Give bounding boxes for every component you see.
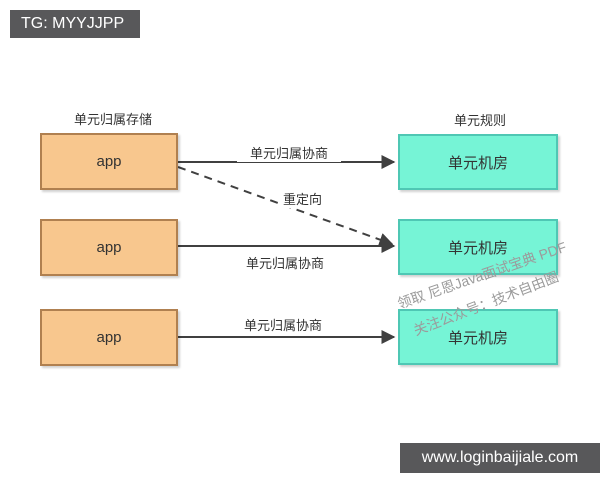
unit-room-box-2: 单元机房: [398, 219, 558, 275]
app-box-3: app: [40, 309, 178, 366]
left-column-header: 单元归属存储: [73, 112, 152, 127]
unit-room-box-3-label: 单元机房: [447, 329, 508, 347]
unit-room-box-1: 单元机房: [398, 134, 558, 190]
unit-room-box-3: 单元机房: [398, 309, 558, 365]
arrow-label-row2: 单元归属协商: [233, 253, 337, 272]
app-box-1-label: app: [96, 153, 122, 170]
app-box-1: app: [40, 133, 178, 190]
app-box-2: app: [40, 219, 178, 276]
unit-room-box-1-label: 单元机房: [447, 154, 508, 172]
unit-room-box-2-label: 单元机房: [447, 239, 508, 257]
telegram-badge: TG: MYYJJPP: [10, 10, 140, 38]
arrow-label-row1: 单元归属协商: [237, 143, 341, 162]
website-badge: www.loginbaijiale.com: [400, 443, 600, 473]
app-box-2-label: app: [96, 239, 122, 256]
app-box-3-label: app: [96, 329, 122, 346]
arrow-label-row3: 单元归属协商: [231, 315, 335, 334]
arrow-label-redirect: 重定向: [281, 189, 325, 208]
right-column-header: 单元规则: [453, 113, 506, 128]
